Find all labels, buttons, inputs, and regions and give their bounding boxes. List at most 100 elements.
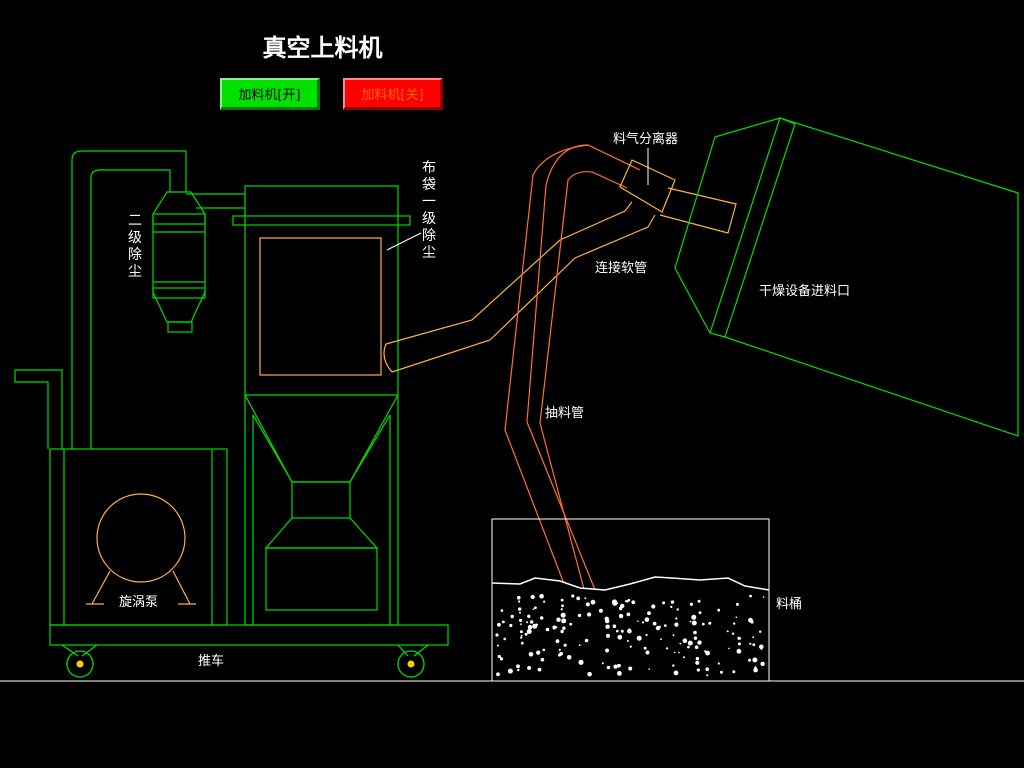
granule	[672, 664, 675, 667]
granule	[517, 668, 520, 672]
vortex-pump-icon	[86, 493, 196, 605]
granule	[526, 621, 529, 624]
granule	[759, 630, 762, 633]
granule	[687, 640, 693, 646]
granule	[706, 674, 709, 677]
granule	[617, 671, 622, 676]
granule	[658, 625, 661, 628]
granule	[604, 618, 610, 624]
granule	[534, 606, 537, 610]
granule	[560, 629, 564, 634]
pump-housing	[49, 448, 228, 626]
granule	[697, 640, 702, 645]
material-bucket	[491, 518, 770, 682]
granule	[752, 643, 756, 647]
granule	[497, 644, 499, 647]
granule	[652, 621, 657, 626]
granule	[561, 618, 567, 624]
granule	[689, 620, 692, 623]
granule	[520, 641, 524, 645]
granule	[598, 608, 603, 613]
granule	[576, 596, 581, 601]
granule	[527, 614, 531, 618]
granule	[628, 666, 633, 671]
granule	[502, 620, 505, 624]
granule	[717, 608, 721, 612]
secondary-dust-label: 二级除尘	[128, 213, 142, 280]
granule	[532, 608, 535, 610]
granule	[759, 644, 764, 650]
granule	[516, 664, 520, 669]
granule	[558, 648, 561, 651]
granule	[717, 662, 720, 665]
suction-pipe-label: 抽料管	[545, 406, 585, 421]
hose-label: 连接软管	[595, 261, 648, 276]
cart	[49, 624, 449, 657]
granule	[624, 600, 627, 603]
granule	[528, 652, 534, 657]
granule	[555, 626, 558, 629]
separator-label: 料气分离器	[613, 132, 679, 147]
bag-primary-dust-label: 布袋一级除尘	[422, 160, 436, 261]
granule	[520, 623, 522, 626]
granule	[672, 634, 675, 637]
granule	[666, 647, 669, 650]
granule	[518, 600, 521, 603]
granule	[749, 594, 752, 598]
granule	[590, 599, 596, 605]
granule	[535, 623, 538, 627]
granule	[752, 657, 758, 663]
granule	[561, 604, 564, 608]
granule	[673, 670, 679, 676]
granule	[616, 629, 619, 633]
granule	[670, 600, 675, 604]
granule	[674, 622, 679, 627]
granule	[637, 620, 639, 622]
granule	[497, 654, 501, 659]
granule	[697, 599, 701, 603]
granule	[563, 643, 567, 647]
granule	[708, 621, 712, 625]
granule	[693, 630, 697, 635]
granule	[642, 621, 645, 624]
granule	[496, 672, 500, 677]
granule	[732, 670, 736, 674]
granule	[618, 664, 621, 667]
granule	[675, 617, 678, 620]
granule	[584, 638, 589, 643]
granule	[636, 635, 642, 641]
granule	[754, 666, 757, 669]
granule	[618, 613, 624, 619]
granule	[507, 668, 513, 674]
granule	[695, 656, 700, 661]
granule	[643, 646, 647, 650]
granule	[695, 660, 700, 665]
granule	[527, 665, 532, 670]
granule	[678, 651, 680, 654]
granule	[691, 614, 697, 620]
loader-on-button[interactable]: 加料机[开]	[220, 78, 320, 110]
granule	[577, 613, 582, 618]
granule	[679, 642, 682, 645]
granule	[578, 644, 581, 647]
granule	[705, 667, 709, 671]
granule	[530, 620, 534, 624]
granule	[687, 645, 690, 649]
material-granules-icon	[495, 593, 765, 677]
granule	[519, 618, 523, 623]
granule	[578, 659, 584, 665]
bag-filter-column	[232, 185, 411, 626]
granule	[536, 650, 541, 655]
granule	[584, 597, 587, 600]
vortex-pump-label: 旋涡泵	[119, 595, 159, 610]
bucket-label: 料桶	[776, 597, 803, 612]
granule	[540, 616, 544, 620]
granule	[651, 604, 656, 609]
granule	[735, 602, 739, 606]
granule	[618, 606, 623, 611]
wheel-icon	[66, 650, 94, 678]
granule	[540, 657, 545, 662]
loader-off-button[interactable]: 加料机[关]	[343, 78, 443, 110]
granule	[694, 645, 699, 649]
